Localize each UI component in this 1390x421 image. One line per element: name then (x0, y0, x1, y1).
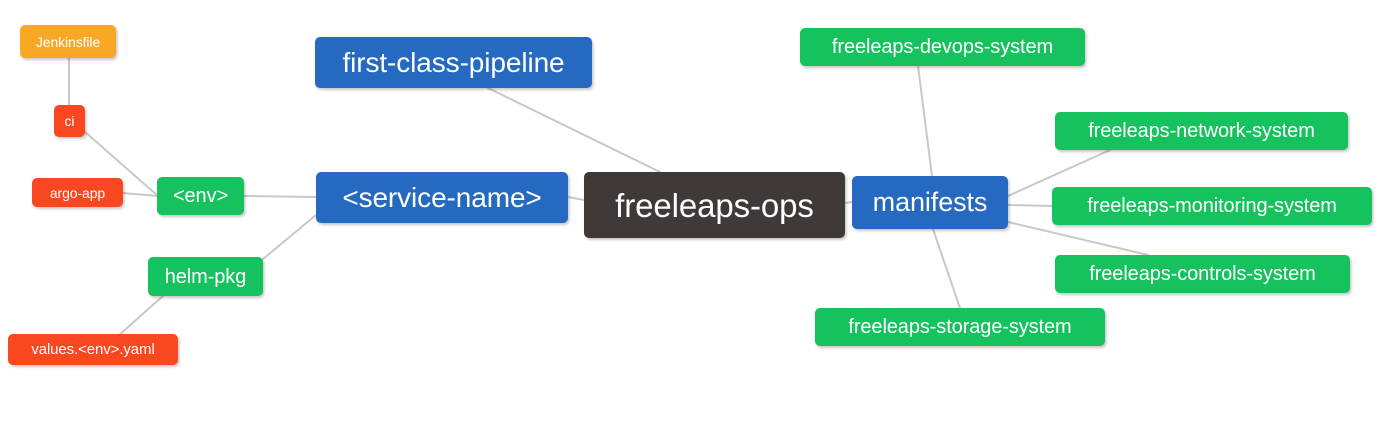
node-freeleaps-devops-system[interactable]: freeleaps-devops-system (800, 28, 1085, 66)
node-freeleaps-monitoring-system[interactable]: freeleaps-monitoring-system (1052, 187, 1372, 225)
edge-manifests-to-freeleaps-monitoring-system (1007, 204, 1053, 207)
node-label-manifests: manifests (872, 187, 988, 217)
node-argo-app[interactable]: argo-app (32, 178, 123, 207)
node-env[interactable]: <env> (157, 177, 244, 215)
node-values-yaml[interactable]: values.<env>.yaml (8, 334, 178, 365)
node-manifests[interactable]: manifests (852, 176, 1008, 229)
edge-env-to-service-name (242, 195, 317, 198)
node-freeleaps-network-system[interactable]: freeleaps-network-system (1055, 112, 1348, 150)
node-freeleaps-ops[interactable]: freeleaps-ops (584, 172, 845, 238)
node-label-first-class-pipeline: first-class-pipeline (342, 46, 565, 78)
node-label-freeleaps-devops-system: freeleaps-devops-system (831, 36, 1054, 58)
edge-service-name-to-helm-pkg (262, 214, 317, 260)
node-freeleaps-storage-system[interactable]: freeleaps-storage-system (815, 308, 1105, 346)
node-service-name[interactable]: <service-name> (316, 172, 568, 223)
node-first-class-pipeline[interactable]: first-class-pipeline (315, 37, 592, 88)
edge-manifests-to-freeleaps-storage-system (932, 228, 961, 309)
node-label-freeleaps-ops: freeleaps-ops (615, 186, 814, 224)
node-label-jenkinsfile: Jenkinsfile (35, 33, 101, 50)
node-label-env: <env> (172, 185, 229, 207)
edge-freeleaps-ops-to-manifests (844, 201, 853, 204)
node-freeleaps-controls-system[interactable]: freeleaps-controls-system (1055, 255, 1350, 293)
node-label-helm-pkg: helm-pkg (164, 265, 247, 288)
edge-helm-pkg-to-values-yaml (117, 294, 165, 337)
node-label-argo-app: argo-app (49, 184, 106, 201)
edge-service-name-to-freeleaps-ops (567, 196, 585, 201)
edge-first-class-pipeline-to-freeleaps-ops (487, 87, 661, 173)
node-label-ci: ci (64, 113, 75, 129)
edge-manifests-to-freeleaps-devops-system (917, 65, 933, 177)
node-label-freeleaps-controls-system: freeleaps-controls-system (1089, 263, 1316, 285)
node-label-freeleaps-network-system: freeleaps-network-system (1088, 120, 1315, 142)
edge-argo-app-to-env (121, 192, 159, 197)
node-helm-pkg[interactable]: helm-pkg (148, 257, 263, 296)
node-label-freeleaps-monitoring-system: freeleaps-monitoring-system (1087, 195, 1337, 217)
node-label-freeleaps-storage-system: freeleaps-storage-system (848, 316, 1072, 338)
node-ci[interactable]: ci (54, 105, 85, 137)
edge-manifests-to-freeleaps-controls-system (1007, 221, 1149, 256)
node-label-values-yaml: values.<env>.yaml (31, 341, 155, 358)
node-label-service-name: <service-name> (342, 181, 542, 213)
node-jenkinsfile[interactable]: Jenkinsfile (20, 25, 116, 58)
